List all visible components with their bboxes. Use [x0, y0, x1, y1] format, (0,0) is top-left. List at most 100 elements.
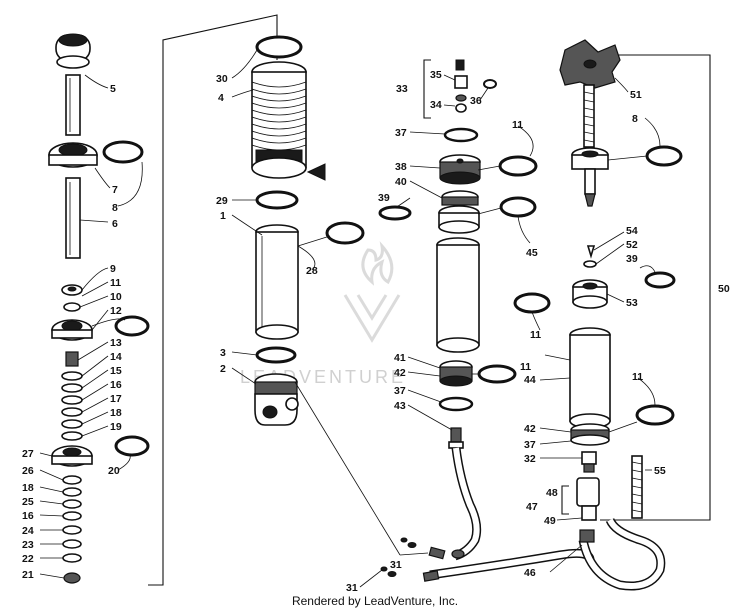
spring-collar-part-4 [251, 61, 326, 181]
adjuster-body-part-53 [572, 279, 608, 309]
adjuster-screw [583, 84, 595, 148]
leaders-right [531, 77, 661, 573]
piston-part-12 [51, 319, 93, 341]
ring-part-40 [441, 190, 479, 206]
reservoir-tube [436, 237, 480, 353]
piston-rod-upper [65, 74, 81, 136]
callout-11e: 11 [632, 371, 643, 383]
end-cap-part-41 [439, 360, 473, 387]
callout-21: 21 [22, 569, 34, 581]
callout-9: 9 [110, 263, 116, 275]
callout-26: 26 [22, 465, 34, 477]
callout-34: 34 [430, 99, 442, 111]
callout-5: 5 [110, 83, 116, 95]
piston-rod-part-6 [65, 177, 81, 259]
callout-17: 17 [110, 393, 122, 405]
callout-labels: 5 7 8 6 9 11 10 12 13 14 15 16 17 18 19 … [22, 69, 730, 594]
callout-18b: 18 [22, 482, 34, 494]
o-ring-part-11-right-lower [635, 404, 675, 426]
callout-11b: 11 [512, 119, 523, 131]
leaders-body [231, 49, 331, 385]
body-eye-part-2 [254, 373, 299, 426]
bracket-33 [423, 59, 431, 119]
callout-41: 41 [394, 352, 406, 364]
callout-40: 40 [395, 176, 407, 188]
callout-33: 33 [396, 83, 408, 95]
o-ring-part-8-right [645, 145, 683, 167]
cap-part-42-right [570, 423, 610, 446]
render-credit: Rendered by LeadVenture, Inc. [291, 594, 459, 608]
seal-housing-part-7 [48, 142, 98, 168]
nut-part-13 [65, 351, 79, 367]
callout-43: 43 [394, 400, 406, 412]
callout-31b: 31 [346, 582, 358, 594]
callout-54: 54 [626, 225, 638, 237]
o-ring-part-39-right [644, 271, 676, 289]
fitting-part-32 [581, 451, 597, 473]
o-ring-part-30 [255, 35, 303, 59]
callout-15: 15 [110, 365, 122, 377]
adjuster-knob-part-51 [559, 39, 621, 89]
callout-47: 47 [526, 501, 538, 513]
callout-31: 31 [390, 559, 402, 571]
eye-mount-part-5 [55, 33, 91, 69]
shim-stack-lower [62, 475, 82, 584]
callout-48: 48 [546, 487, 558, 499]
callout-42: 42 [394, 367, 406, 379]
callout-37c: 37 [524, 439, 536, 451]
callout-8b: 8 [632, 113, 638, 125]
base-valve-part-27 [51, 445, 93, 467]
callout-14: 14 [110, 351, 122, 363]
callout-46: 46 [524, 567, 536, 579]
callout-16: 16 [110, 379, 122, 391]
cap-part-38 [439, 154, 481, 185]
cylinder-part-1 [255, 224, 299, 340]
o-ring-part-45 [499, 196, 537, 218]
callout-1: 1 [220, 210, 226, 222]
callout-8: 8 [112, 202, 118, 214]
adjuster-housing [571, 147, 609, 207]
ring-part-20 [114, 435, 150, 457]
o-ring-part-11-right-upper [513, 292, 551, 314]
callout-29: 29 [216, 195, 228, 207]
callout-11: 11 [110, 277, 121, 289]
callout-44: 44 [524, 374, 536, 386]
callout-24: 24 [22, 525, 34, 537]
assembly-bracket-left [148, 14, 278, 586]
callout-16b: 16 [22, 510, 34, 522]
callout-51: 51 [630, 89, 642, 101]
tube-part-44 [569, 327, 611, 429]
hose-assembly [429, 447, 666, 591]
callout-39: 39 [378, 192, 390, 204]
callout-2: 2 [220, 363, 226, 375]
valve-part-48 [576, 477, 600, 521]
callout-36: 36 [470, 95, 482, 107]
o-ring-part-29 [255, 190, 299, 210]
callout-4: 4 [218, 92, 224, 104]
callout-13: 13 [110, 337, 122, 349]
needle-part-54 [586, 245, 596, 259]
callout-32: 32 [524, 453, 536, 465]
callout-28: 28 [306, 265, 318, 277]
callout-49: 49 [544, 515, 556, 527]
banjo-fittings-part-31 [380, 537, 465, 582]
o-ring-part-3 [255, 346, 297, 364]
callout-50: 50 [718, 283, 730, 295]
callout-19: 19 [110, 421, 122, 433]
bracket-48 [561, 485, 569, 515]
o-ring-part-11-left [114, 315, 150, 337]
callout-12: 12 [110, 305, 122, 317]
callout-37b: 37 [394, 385, 406, 397]
shim-stack-upper [61, 371, 83, 441]
snap-ring-part-39 [378, 205, 412, 221]
rod-part-55 [631, 455, 643, 519]
washer-part-9 [61, 284, 83, 296]
bleeder-valve-parts-33 [454, 59, 497, 113]
callout-6: 6 [112, 218, 118, 230]
callout-35: 35 [430, 69, 442, 81]
piston-part-42-top [438, 205, 480, 234]
callout-7: 7 [112, 184, 118, 196]
o-ring-part-11-mid [498, 155, 538, 177]
washer-part-10 [63, 302, 81, 312]
